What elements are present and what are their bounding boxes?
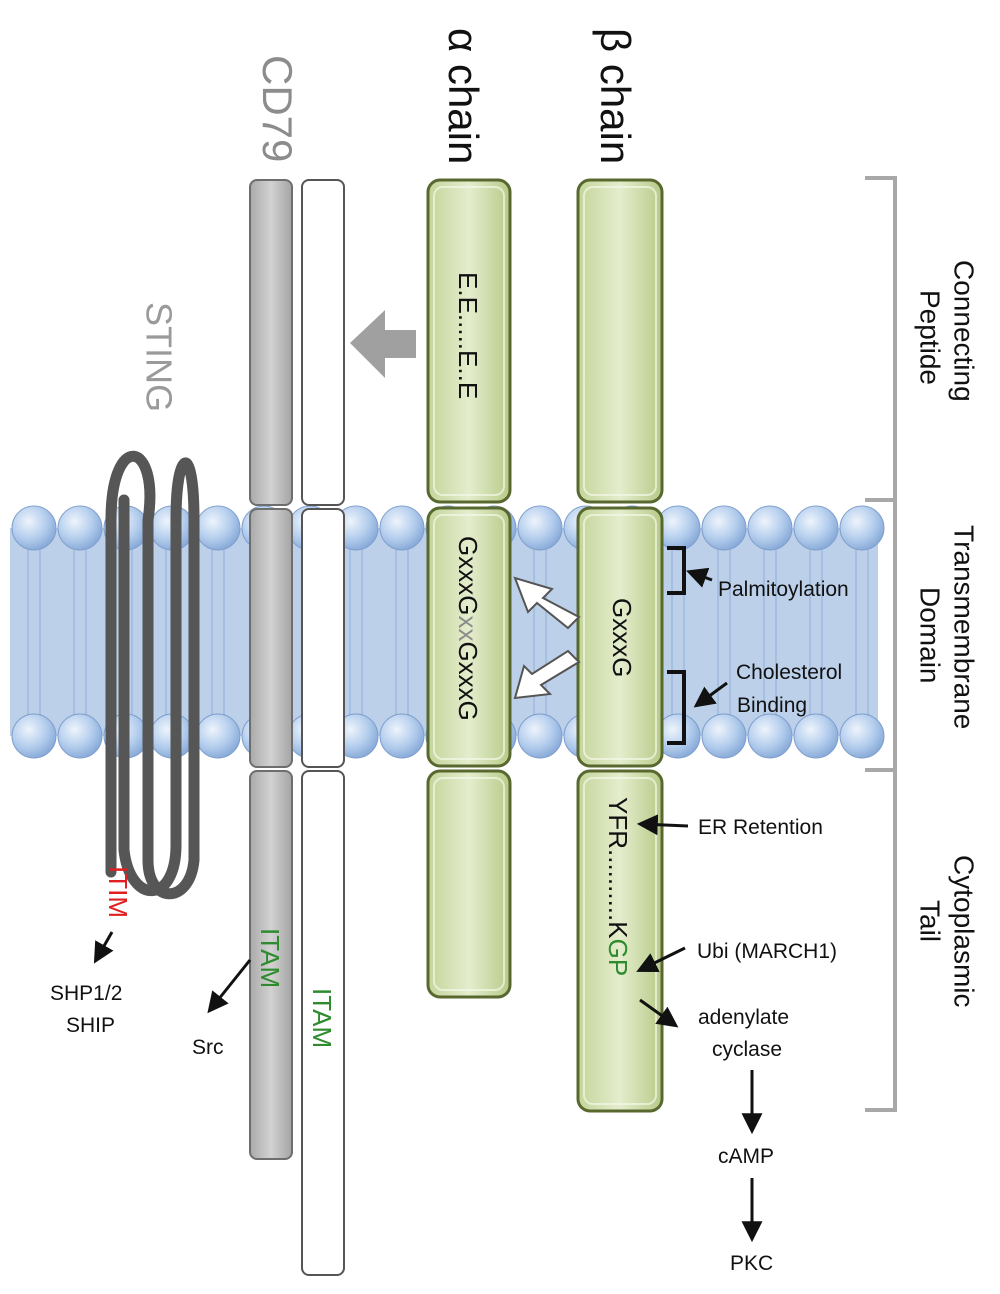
connecting-label-line1: Connecting xyxy=(949,260,980,402)
alpha-tm-gxxxg-2: GxxxG xyxy=(453,641,483,720)
palmitoylation-arrow xyxy=(686,567,713,588)
lipid-head xyxy=(379,505,425,551)
lipid-head xyxy=(57,505,103,551)
annotation-labels: Palmitoylation Cholesterol Binding ER Re… xyxy=(50,578,849,1275)
annotation-arrows xyxy=(93,567,763,1243)
transmembrane-label-line1: Transmembrane xyxy=(949,525,980,729)
shp-arrow xyxy=(93,931,114,964)
cytoplasmic-label-line1: Cytoplasmic xyxy=(949,855,980,1007)
lipid-head xyxy=(747,713,793,759)
cd79-grey-chain xyxy=(249,179,293,1160)
lipid-head xyxy=(11,713,57,759)
sting-protein-coil xyxy=(105,450,200,900)
lipid-head xyxy=(701,505,747,551)
lipid-head xyxy=(793,505,839,551)
er-retention-arrow xyxy=(636,814,689,836)
adenylate-arrow xyxy=(639,998,679,1028)
connecting-peptide-bracket xyxy=(865,176,897,502)
lipid-head xyxy=(747,505,793,551)
alpha-chain-label: α chain xyxy=(440,28,487,164)
alpha-chain-segments xyxy=(426,178,512,999)
camp-label: cAMP xyxy=(718,1145,774,1168)
src-arrow xyxy=(207,959,252,1014)
pkc-label: PKC xyxy=(730,1252,773,1275)
lipid-head xyxy=(57,713,103,759)
adenylate-label-line2: cyclase xyxy=(712,1038,782,1061)
itam-white-label: ITAM xyxy=(307,988,337,1048)
lipid-head xyxy=(517,713,563,759)
cholesterol-label-line2: Binding xyxy=(737,694,807,717)
alpha-connecting-motif: E.E.....E..E xyxy=(453,272,483,399)
lipid-head xyxy=(793,713,839,759)
itim-label: ITIM xyxy=(103,866,133,918)
upper-white-arrow-icon xyxy=(513,576,581,630)
er-retention-label: ER Retention xyxy=(698,816,823,839)
lipid-head xyxy=(11,505,57,551)
ubi-label: Ubi (MARCH1) xyxy=(697,940,837,963)
gxxxg-interaction-arrows xyxy=(513,576,581,700)
interaction-arrow-icon xyxy=(350,310,416,378)
beta-tail-yfr: YFR xyxy=(603,797,633,849)
cd79-label: CD79 xyxy=(254,55,301,162)
lipid-head xyxy=(195,505,241,551)
beta-tail-gp: GP xyxy=(603,939,633,977)
lower-white-arrow-icon xyxy=(513,649,581,700)
cytoplasmic-bracket xyxy=(865,768,897,1112)
src-label: Src xyxy=(192,1036,224,1059)
transmembrane-label-line2: Domain xyxy=(915,587,946,683)
domain-brackets xyxy=(865,176,897,1112)
cholesterol-bracket xyxy=(667,670,686,745)
cholesterol-arrow xyxy=(693,681,728,708)
palmitoylation-label: Palmitoylation xyxy=(718,578,849,601)
lipid-head xyxy=(379,713,425,759)
beta-chain-label: β chain xyxy=(592,28,639,164)
lipid-head xyxy=(839,713,885,759)
ubi-arrow xyxy=(636,946,686,973)
itam-grey-label: ITAM xyxy=(255,928,285,988)
alpha-tm-gxxxg-1: GxxxG xyxy=(453,536,483,615)
lipid-head xyxy=(839,505,885,551)
sting-label: STING xyxy=(138,302,179,412)
lipid-head xyxy=(195,713,241,759)
cytoplasmic-label-line2: Tail xyxy=(915,900,946,942)
connecting-label-line2: Peptide xyxy=(915,290,946,385)
cholesterol-label-line1: Cholesterol xyxy=(736,661,842,684)
beta-tm-motif: GxxxG xyxy=(607,598,637,677)
lipid-head xyxy=(517,505,563,551)
beta-chain-segments xyxy=(576,178,664,1113)
palmitoylation-bracket xyxy=(667,546,686,595)
alpha-tm-xx: xx xyxy=(453,615,483,641)
alpha-tm-motif: GxxxGxxGxxxG xyxy=(453,536,483,721)
shp-label-line2: SHIP xyxy=(66,1014,115,1037)
adenylate-label-line1: adenylate xyxy=(698,1006,789,1029)
lipid-head xyxy=(701,713,747,759)
cd79-white-chain xyxy=(301,179,345,1276)
beta-tail-motif: YFR..........KGP xyxy=(603,797,633,976)
beta-tail-dots: .......... xyxy=(603,849,633,921)
beta-tail-k: K xyxy=(603,921,633,939)
shp-label-line1: SHP1/2 xyxy=(50,982,122,1005)
tm-site-brackets xyxy=(667,546,686,745)
